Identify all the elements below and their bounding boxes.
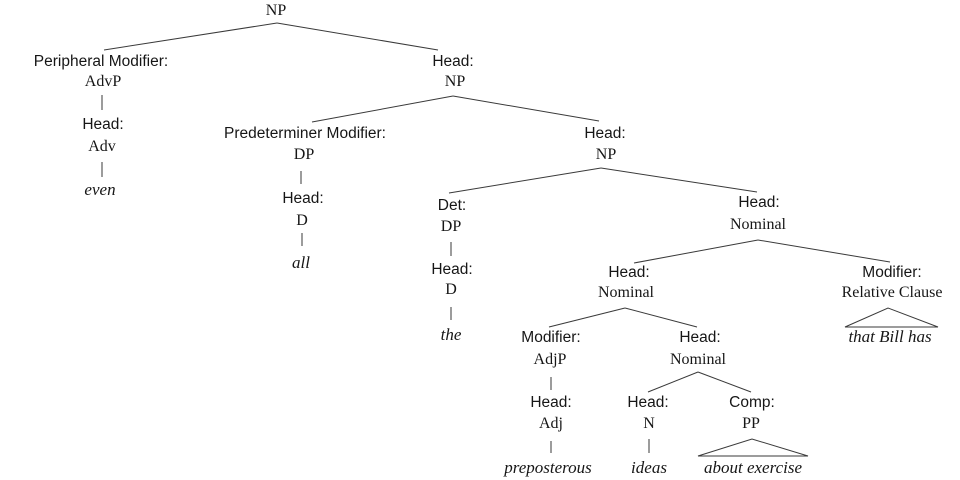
terminal-all: all xyxy=(292,253,310,272)
node-determiner-function: Det: xyxy=(437,197,467,214)
node-pp-comp-category: PP xyxy=(742,415,760,432)
node-dp-head1-function: Head: xyxy=(282,190,324,207)
node-peripheral-modifier-category: AdvP xyxy=(84,73,122,90)
tree-edge xyxy=(624,307,698,328)
node-peripheral-modifier-function: Peripheral Modifier: xyxy=(33,53,169,70)
node-dp-head1-category: D xyxy=(296,212,308,229)
tree-edge xyxy=(633,239,759,264)
tree-edge xyxy=(600,167,758,193)
node-nominal-head3-category: Nominal xyxy=(670,351,726,368)
tree-edge xyxy=(548,307,626,328)
node-nominal-head1-function: Head: xyxy=(738,194,780,211)
tree-edge xyxy=(311,95,454,123)
node-nominal-head2-function: Head: xyxy=(608,264,650,281)
node-adjp-modifier-category: AdjP xyxy=(533,351,567,368)
collapsed-subtree-triangle-relative-clause xyxy=(844,307,939,328)
tree-edge xyxy=(697,371,752,393)
tree-edge xyxy=(103,22,278,51)
node-relative-clause-modifier-function: Modifier: xyxy=(862,264,922,281)
node-advp-head-category: Adv xyxy=(88,138,116,155)
node-pp-comp-function: Comp: xyxy=(729,394,775,411)
node-nominal-head3-function: Head: xyxy=(679,329,721,346)
node-n-head-function: Head: xyxy=(627,394,669,411)
node-np-head2-function: Head: xyxy=(584,125,626,142)
terminal-preposterous: preposterous xyxy=(504,458,592,477)
node-predeterminer-modifier-function: Predeterminer Modifier: xyxy=(224,125,386,142)
node-np-head1-category: NP xyxy=(444,73,466,90)
node-adj-head-category: Adj xyxy=(539,415,563,432)
terminal-even: even xyxy=(84,180,116,199)
terminal-the: the xyxy=(440,325,462,344)
tree-edge xyxy=(452,95,600,122)
node-determiner-category: DP xyxy=(440,218,462,235)
terminal-about-exercise: about exercise xyxy=(703,458,803,477)
tree-edge xyxy=(448,167,602,194)
tree-edge xyxy=(757,239,891,263)
tree-edge xyxy=(647,371,699,393)
node-dp-head2-category: D xyxy=(445,281,457,298)
node-dp-head2-function: Head: xyxy=(431,261,473,278)
node-nominal-head2-category: Nominal xyxy=(598,284,654,301)
node-n-head-category: N xyxy=(643,415,655,432)
node-advp-head-function: Head: xyxy=(82,116,124,133)
node-nominal-head1-category: Nominal xyxy=(730,216,786,233)
node-np-head1-function: Head: xyxy=(432,53,474,70)
node-predeterminer-modifier-category: DP xyxy=(293,146,315,163)
terminal-ideas: ideas xyxy=(631,458,667,477)
node-np-head2-category: NP xyxy=(595,146,617,163)
node-root-category: NP xyxy=(265,2,287,19)
node-adj-head-function: Head: xyxy=(530,394,572,411)
collapsed-subtree-triangle-pp xyxy=(697,438,809,457)
tree-edge xyxy=(276,22,439,51)
terminal-that-bill-has: that Bill has xyxy=(848,327,932,346)
node-relative-clause-modifier-category: Relative Clause xyxy=(841,284,943,301)
node-adjp-modifier-function: Modifier: xyxy=(521,329,581,346)
